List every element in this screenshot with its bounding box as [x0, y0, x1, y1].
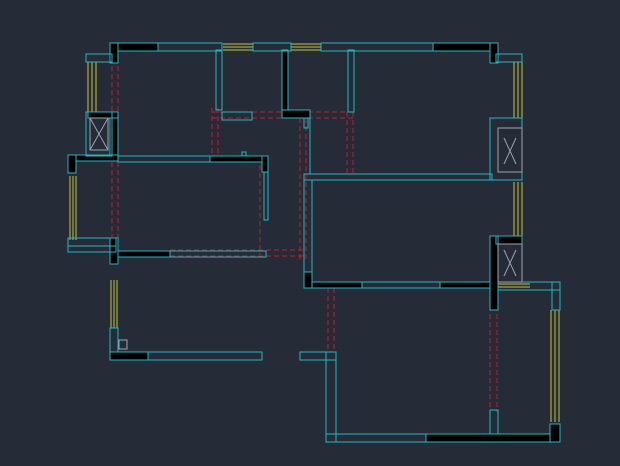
wall-segment	[281, 49, 289, 113]
window	[550, 310, 560, 422]
wall-segment	[325, 433, 427, 443]
wall-segment	[549, 423, 561, 443]
wall-segment	[67, 154, 77, 174]
wall-outlines	[67, 42, 561, 443]
window	[291, 43, 321, 51]
wall-segment	[303, 173, 493, 181]
wall-segment	[215, 49, 223, 111]
duct-shaft-right-upper	[489, 117, 523, 181]
wall-segment	[347, 49, 355, 113]
wall-segment	[303, 281, 363, 289]
window	[87, 62, 97, 112]
wall-segment	[261, 155, 269, 173]
small-niche	[221, 111, 253, 121]
window	[223, 43, 253, 51]
duct-shaft-right-lower	[497, 243, 523, 283]
wall-segment	[109, 351, 149, 361]
wall-segment	[117, 155, 211, 163]
wall-segment	[489, 409, 499, 435]
wall-segment	[109, 327, 119, 353]
wall-segment	[67, 245, 117, 253]
wall-segment	[109, 42, 119, 64]
wall-segment	[109, 111, 119, 161]
wall-segment	[489, 42, 499, 64]
wall-segment	[489, 235, 499, 311]
wall-segment	[439, 281, 499, 289]
wall-segment	[209, 155, 267, 163]
duct-shafts	[85, 111, 523, 283]
plan-details	[118, 111, 311, 350]
floor-drain-symbol	[118, 339, 128, 350]
wall-segment	[432, 42, 498, 52]
wall-segment	[157, 42, 223, 52]
column-marker	[303, 117, 309, 129]
wall-segment	[303, 179, 313, 273]
wall-segment	[263, 171, 269, 221]
wall-segment	[109, 237, 119, 265]
duct-shaft-left	[85, 111, 113, 157]
wall-segment	[147, 351, 263, 361]
window	[513, 182, 523, 236]
wall-segment	[169, 250, 267, 258]
wall-segment	[303, 271, 313, 289]
wall-segment	[425, 433, 561, 443]
wall-segment	[87, 111, 119, 119]
wall-segment	[281, 109, 311, 119]
column-marker	[241, 151, 247, 157]
wall-segment	[252, 42, 292, 52]
wall-segment	[551, 281, 561, 311]
window	[513, 62, 523, 118]
window	[110, 280, 118, 328]
window-openings	[69, 43, 560, 422]
window	[69, 176, 77, 240]
wall-segment	[117, 250, 171, 258]
wall-segment	[85, 53, 113, 63]
wall-segment	[495, 53, 523, 63]
wall-segment	[361, 281, 441, 289]
wall-segment	[320, 42, 434, 52]
